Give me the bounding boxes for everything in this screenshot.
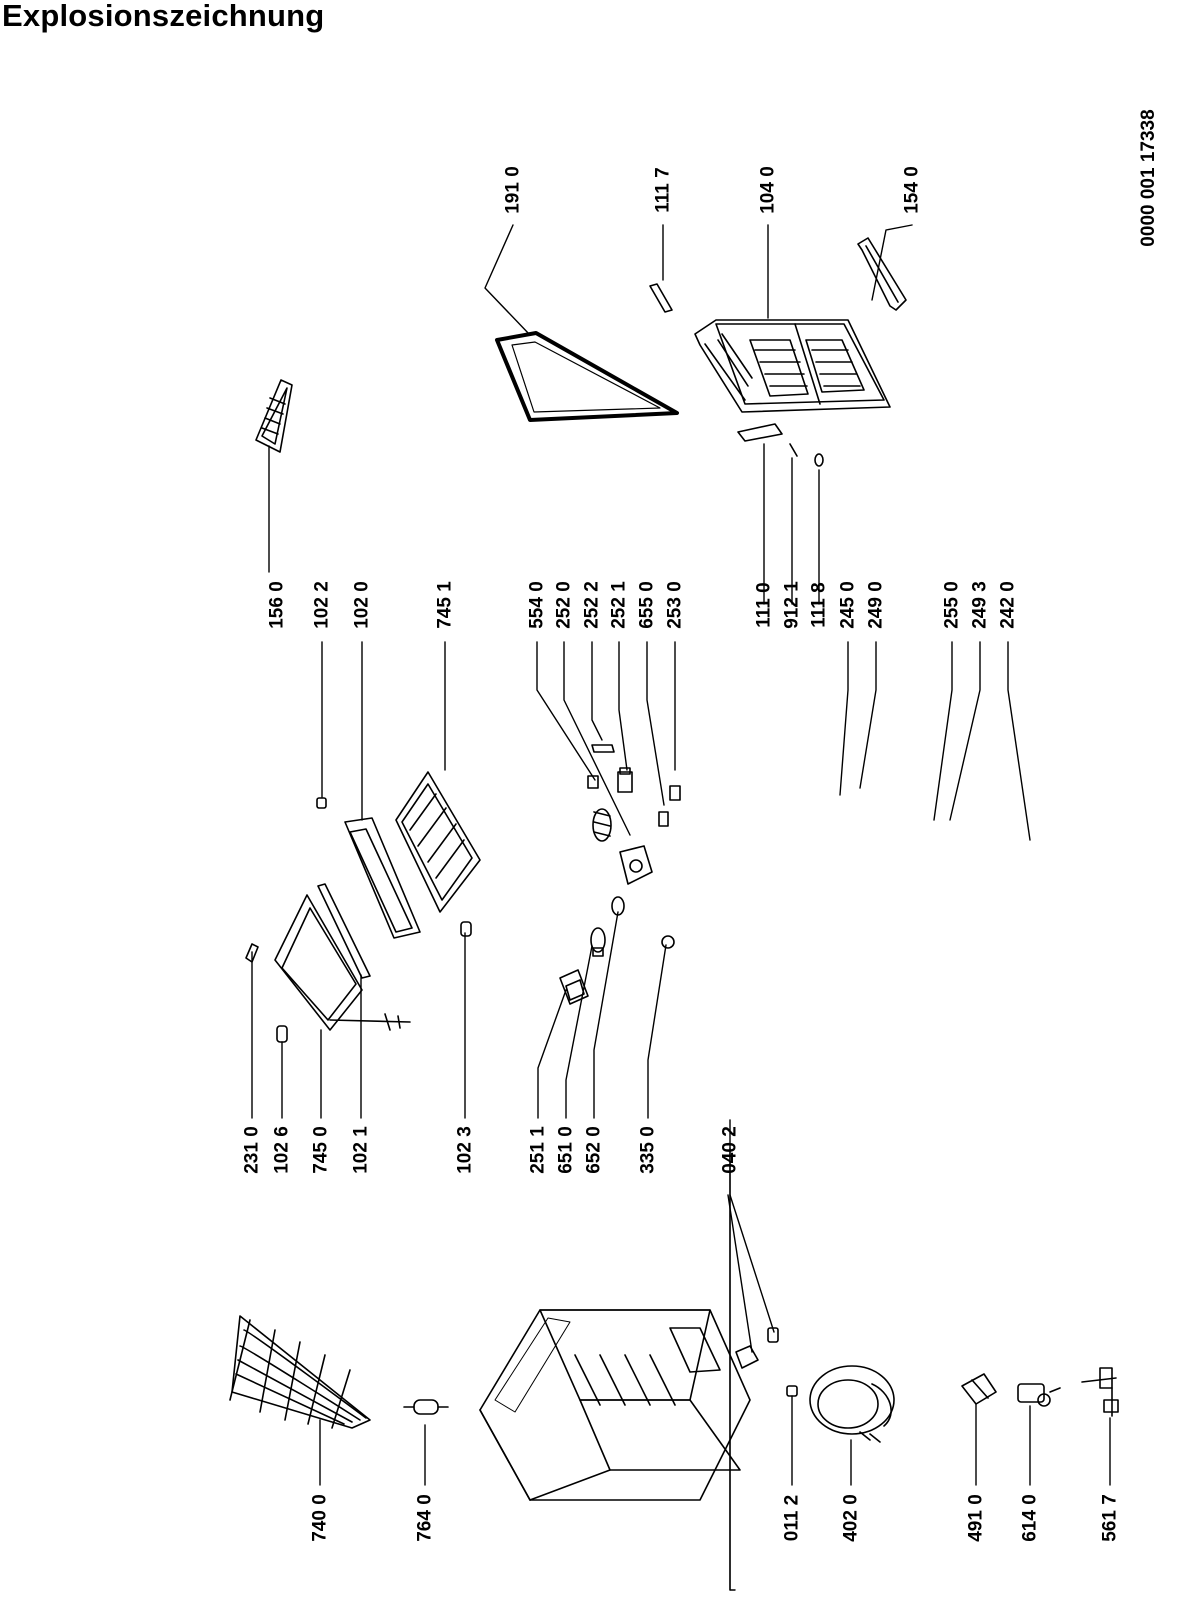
- leader-154-0: [871, 224, 913, 301]
- part-label-912-1: 912 1: [781, 581, 803, 629]
- part-label-102-6: 102 6: [271, 1126, 293, 1174]
- part-label-242-0: 242 0: [997, 581, 1019, 629]
- part-label-252-1: 252 1: [608, 581, 630, 629]
- part-label-251-1: 251 1: [527, 1126, 549, 1174]
- leader-191-0: [484, 224, 531, 336]
- part-191-0-door-gasket: [495, 331, 679, 422]
- part-label-651-0: 651 0: [555, 1126, 577, 1174]
- page-title: Explosionszeichnung: [2, 0, 325, 33]
- part-102-2-clip: [316, 797, 327, 809]
- part-label-652-0: 652 0: [583, 1126, 605, 1174]
- part-764-0-drier: [403, 1399, 449, 1415]
- part-label-764-0: 764 0: [414, 1494, 436, 1542]
- leader-655-0: [646, 641, 665, 806]
- part-912-1-screw: [789, 443, 798, 457]
- part-label-040-2: 040 2: [719, 1126, 741, 1174]
- part-label-252-0: 252 0: [553, 581, 575, 629]
- leader-252-1: [618, 641, 628, 771]
- part-label-102-0: 102 0: [351, 581, 373, 629]
- part-label-253-0: 253 0: [664, 581, 686, 629]
- part-102-0-drawer: [344, 817, 421, 939]
- part-label-245-0: 245 0: [837, 581, 859, 629]
- leader-255-0: [933, 641, 953, 821]
- part-335-0-knob: [661, 935, 675, 949]
- part-label-111-0: 111 0: [753, 582, 775, 628]
- part-label-655-0: 655 0: [636, 581, 658, 629]
- part-156-0-rack: [255, 379, 293, 453]
- leader-554-0: [536, 641, 596, 781]
- part-label-554-0: 554 0: [526, 581, 548, 629]
- part-label-249-0: 249 0: [865, 581, 887, 629]
- part-label-104-0: 104 0: [757, 166, 779, 214]
- part-label-745-0: 745 0: [310, 1126, 332, 1174]
- part-label-402-0: 402 0: [840, 1494, 862, 1542]
- part-745-1-shelf: [395, 771, 481, 913]
- part-label-102-2: 102 2: [311, 581, 333, 629]
- part-label-154-0: 154 0: [901, 166, 923, 214]
- part-label-740-0: 740 0: [309, 1494, 331, 1542]
- part-label-335-0: 335 0: [637, 1126, 659, 1174]
- part-label-156-0: 156 0: [266, 581, 288, 629]
- leader-242-0: [1007, 641, 1031, 841]
- part-011-2: [786, 1385, 798, 1397]
- part-191-0-inner: [511, 341, 661, 413]
- part-label-011-2: 011 2: [781, 1494, 803, 1542]
- leader-252-2: [591, 641, 603, 741]
- part-label-745-1: 745 1: [434, 581, 456, 629]
- part-label-249-3: 249 3: [969, 581, 991, 629]
- part-251-1-bracket: [559, 969, 589, 1005]
- part-040-2-foot: [735, 1327, 779, 1369]
- part-label-231-0: 231 0: [241, 1126, 263, 1174]
- part-740-0-condenser: [229, 1315, 371, 1429]
- leader-335-0: [647, 944, 667, 1119]
- part-label-191-0: 191 0: [502, 166, 524, 214]
- part-111-8-knob: [814, 453, 824, 467]
- part-label-255-0: 255 0: [941, 581, 963, 629]
- part-label-102-3: 102 3: [454, 1126, 476, 1174]
- part-label-111-7: 111 7: [652, 167, 674, 213]
- part-652-0-holder: [611, 896, 625, 916]
- part-111-0-plate: [737, 423, 783, 442]
- part-554-0-spring: [587, 775, 612, 842]
- part-561-7-cable: [1081, 1367, 1119, 1417]
- part-154-0-handle: [857, 237, 907, 311]
- part-253-0: [669, 785, 681, 801]
- leader-652-0: [593, 911, 619, 1119]
- part-label-561-7: 561 7: [1099, 1494, 1121, 1542]
- part-102-6: [276, 1025, 288, 1043]
- leader-251-1: [537, 989, 567, 1119]
- part-102-3-clip: [460, 921, 472, 937]
- leader-040-2-c: [729, 1194, 775, 1333]
- part-231-0: [245, 943, 259, 963]
- part-651-0-lamp: [590, 927, 606, 957]
- part-252-2-bracket: [591, 744, 615, 753]
- part-label-111-8: 111 8: [808, 582, 830, 628]
- leader-lines: [251, 224, 1111, 1591]
- part-cabinet: [479, 1309, 751, 1501]
- part-111-7-strip: [649, 283, 673, 313]
- leader-040-2-b: [727, 1194, 753, 1353]
- part-label-614-0: 614 0: [1019, 1494, 1041, 1542]
- leader-252-0: [563, 641, 631, 836]
- part-745-0-evaporator: [274, 894, 411, 1031]
- part-614-0-relay: [1017, 1383, 1061, 1407]
- part-252-1-switch: [617, 767, 633, 793]
- part-label-252-2: 252 2: [581, 581, 603, 629]
- part-104-0-compartment: [694, 319, 891, 413]
- leader-249-3: [949, 641, 981, 821]
- part-102-1-strip: [317, 883, 371, 979]
- part-label-102-1: 102 1: [350, 1126, 372, 1174]
- part-655-0: [658, 811, 669, 827]
- part-252-0-housing: [619, 845, 653, 885]
- part-402-0-compressor: [809, 1365, 895, 1443]
- part-491-0-cover: [961, 1373, 997, 1405]
- part-label-491-0: 491 0: [965, 1494, 987, 1542]
- leader-249-0: [859, 641, 877, 789]
- leader-245-0: [839, 641, 849, 796]
